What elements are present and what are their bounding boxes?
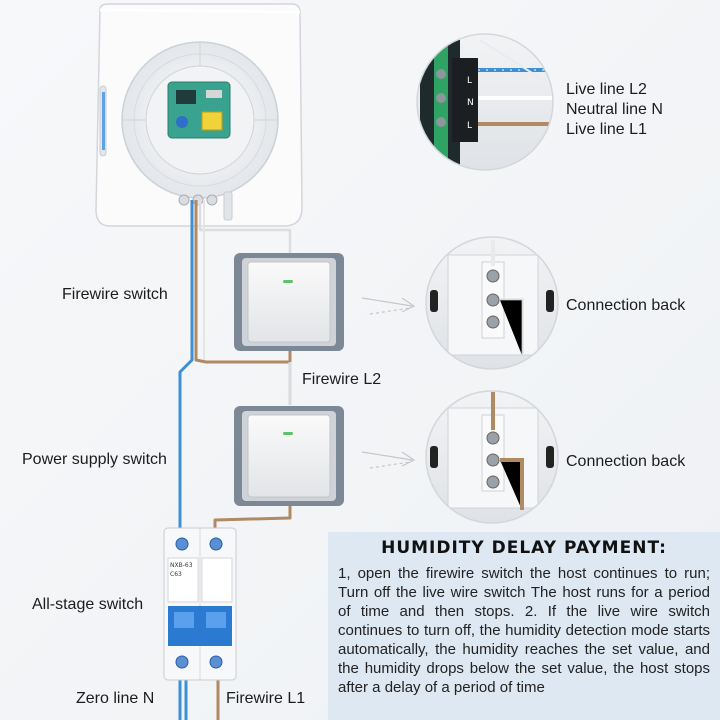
connection-back-detail-2 [425, 390, 559, 524]
all-stage-switch-label: All-stage switch [32, 596, 144, 613]
neutral-line-n-label: Neutral line N [566, 101, 663, 118]
zero-line-n-label: Zero line N [76, 690, 155, 707]
terminal-letter-2: N [467, 98, 474, 108]
firewire-switch-device [234, 253, 344, 351]
live-line-l1-label: Live line L1 [566, 121, 647, 138]
humidity-delay-description: 1, open the firewire switch the host con… [338, 565, 710, 696]
terminal-letter-3: L [467, 121, 472, 131]
arrow-to-detail-1 [361, 297, 416, 315]
fan-unit [95, 3, 303, 227]
arrow-to-detail-2 [361, 451, 416, 469]
power-supply-switch-device [234, 406, 344, 506]
connection-back-label-2: Connection back [566, 453, 686, 470]
firewire-l2-label: Firewire L2 [302, 371, 382, 388]
terminal-letter-1: L [467, 76, 472, 86]
live-line-l2-label: Live line L2 [566, 81, 647, 98]
control-board [167, 81, 231, 139]
connection-back-detail-1 [425, 236, 559, 370]
circuit-breaker [163, 527, 237, 681]
humidity-delay-title: HUMIDITY DELAY PAYMENT: [381, 538, 667, 558]
firewire-l1-label: Firewire L1 [226, 690, 306, 707]
power-supply-switch-label: Power supply switch [22, 451, 167, 468]
humidity-delay-panel: HUMIDITY DELAY PAYMENT: 1, open the fire… [328, 532, 720, 720]
breaker-model: NXB-63 [170, 562, 193, 569]
firewire-switch-label: Firewire switch [62, 286, 168, 303]
connection-back-label-1: Connection back [566, 297, 686, 314]
breaker-rating: C63 [170, 571, 182, 578]
